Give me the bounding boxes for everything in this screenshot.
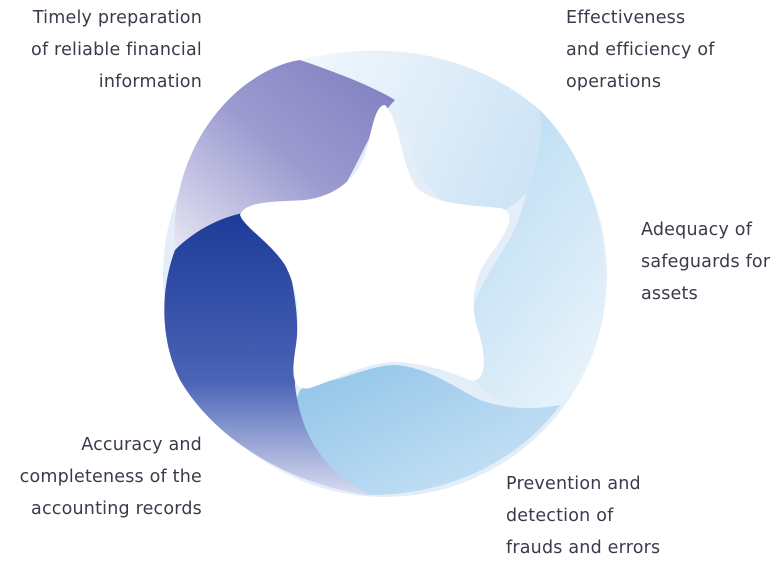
segment-adequacy	[469, 110, 605, 407]
label-accuracy: Accuracy and completeness of the account…	[19, 435, 202, 519]
label-effectiveness: Effectiveness and efficiency of operatio…	[566, 8, 715, 92]
label-adequacy: Adequacy of safeguards for assets	[641, 220, 771, 304]
label-prevention: Prevention and detection of frauds and e…	[506, 474, 661, 558]
segment-effectiveness	[300, 50, 548, 218]
segment-timely	[174, 60, 395, 250]
segment-accuracy	[164, 209, 370, 495]
segment-prevention	[295, 365, 560, 495]
star-center	[240, 105, 510, 389]
label-timely-preparation: Timely preparation of reliable financial…	[31, 8, 202, 92]
